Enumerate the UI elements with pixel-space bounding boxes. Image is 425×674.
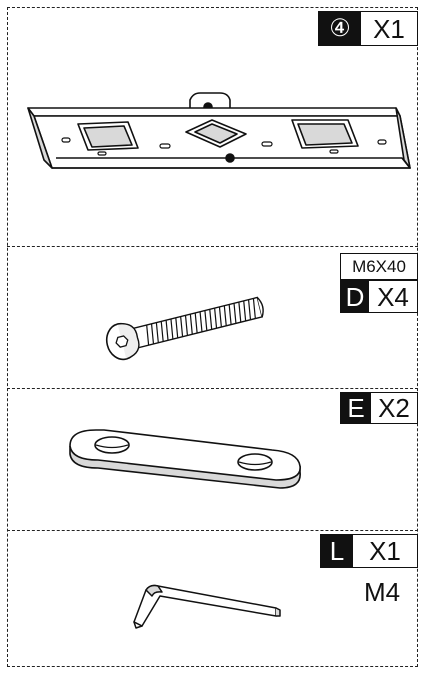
part-l-quantity: X1 [369,536,401,566]
part-d-label: D X4 [340,280,418,313]
wall-plate-icon [27,92,411,169]
part-e-label: E X2 [340,392,418,424]
spacer-plate-icon [69,429,301,489]
section-divider [7,388,418,389]
hex-key-icon [133,584,281,629]
parts-frame [7,7,418,667]
part-4-label: ④ X1 [318,11,418,46]
part-d-code: D [341,281,369,312]
bolt-icon [105,296,264,361]
part-l-label: L X1 [320,534,418,568]
part-e-quantity: X2 [378,393,410,423]
part-d-quantity: X4 [377,281,409,312]
section-divider [7,530,418,531]
part-e-code: E [341,393,371,423]
part-l-code: L [321,535,353,567]
part-l-size: M4 [364,577,401,607]
part-d-size: M6X40 [340,253,418,280]
section-divider [7,246,418,247]
part-4-quantity: X1 [373,13,405,44]
part-4-code: ④ [319,12,361,45]
